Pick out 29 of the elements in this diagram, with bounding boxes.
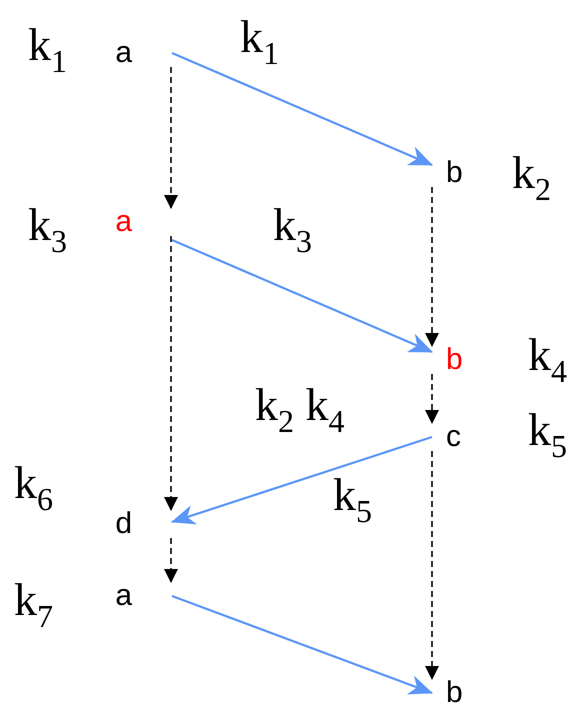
event-label: d	[95, 510, 172, 538]
arrow	[172, 52, 433, 166]
clock-label: k$_{5}$	[333, 470, 372, 531]
event-label: a	[95, 39, 172, 67]
arrow	[164, 67, 178, 209]
clock-label: k$_{4}$	[528, 330, 567, 391]
clock-label: k$_{6}$	[14, 458, 53, 519]
edge-label: k$_{2}$ k$_{4}$	[255, 380, 344, 441]
arrow	[425, 187, 439, 347]
edge-label: k$_{3}$	[273, 200, 312, 261]
event-label: c	[432, 423, 482, 451]
arrow	[172, 238, 433, 354]
event-label: a	[95, 208, 172, 236]
event-label: b	[432, 679, 482, 707]
clock-label: k$_{7}$	[14, 575, 53, 636]
clock-label: k$_{5}$	[528, 405, 567, 466]
arrow	[164, 236, 178, 511]
event-label: b	[432, 159, 482, 187]
clock-label: k$_{1}$	[28, 20, 67, 81]
edge-label: k$_{1}$	[240, 12, 279, 73]
clock-label: k$_{3}$	[28, 200, 67, 261]
arrow	[425, 374, 439, 424]
arrow	[164, 538, 178, 583]
clock-label: k$_{2}$	[512, 148, 551, 209]
event-label: a	[95, 582, 172, 610]
arrow	[171, 436, 432, 524]
event-label: b	[432, 346, 482, 374]
arrow	[425, 451, 439, 680]
arrow	[172, 594, 433, 694]
